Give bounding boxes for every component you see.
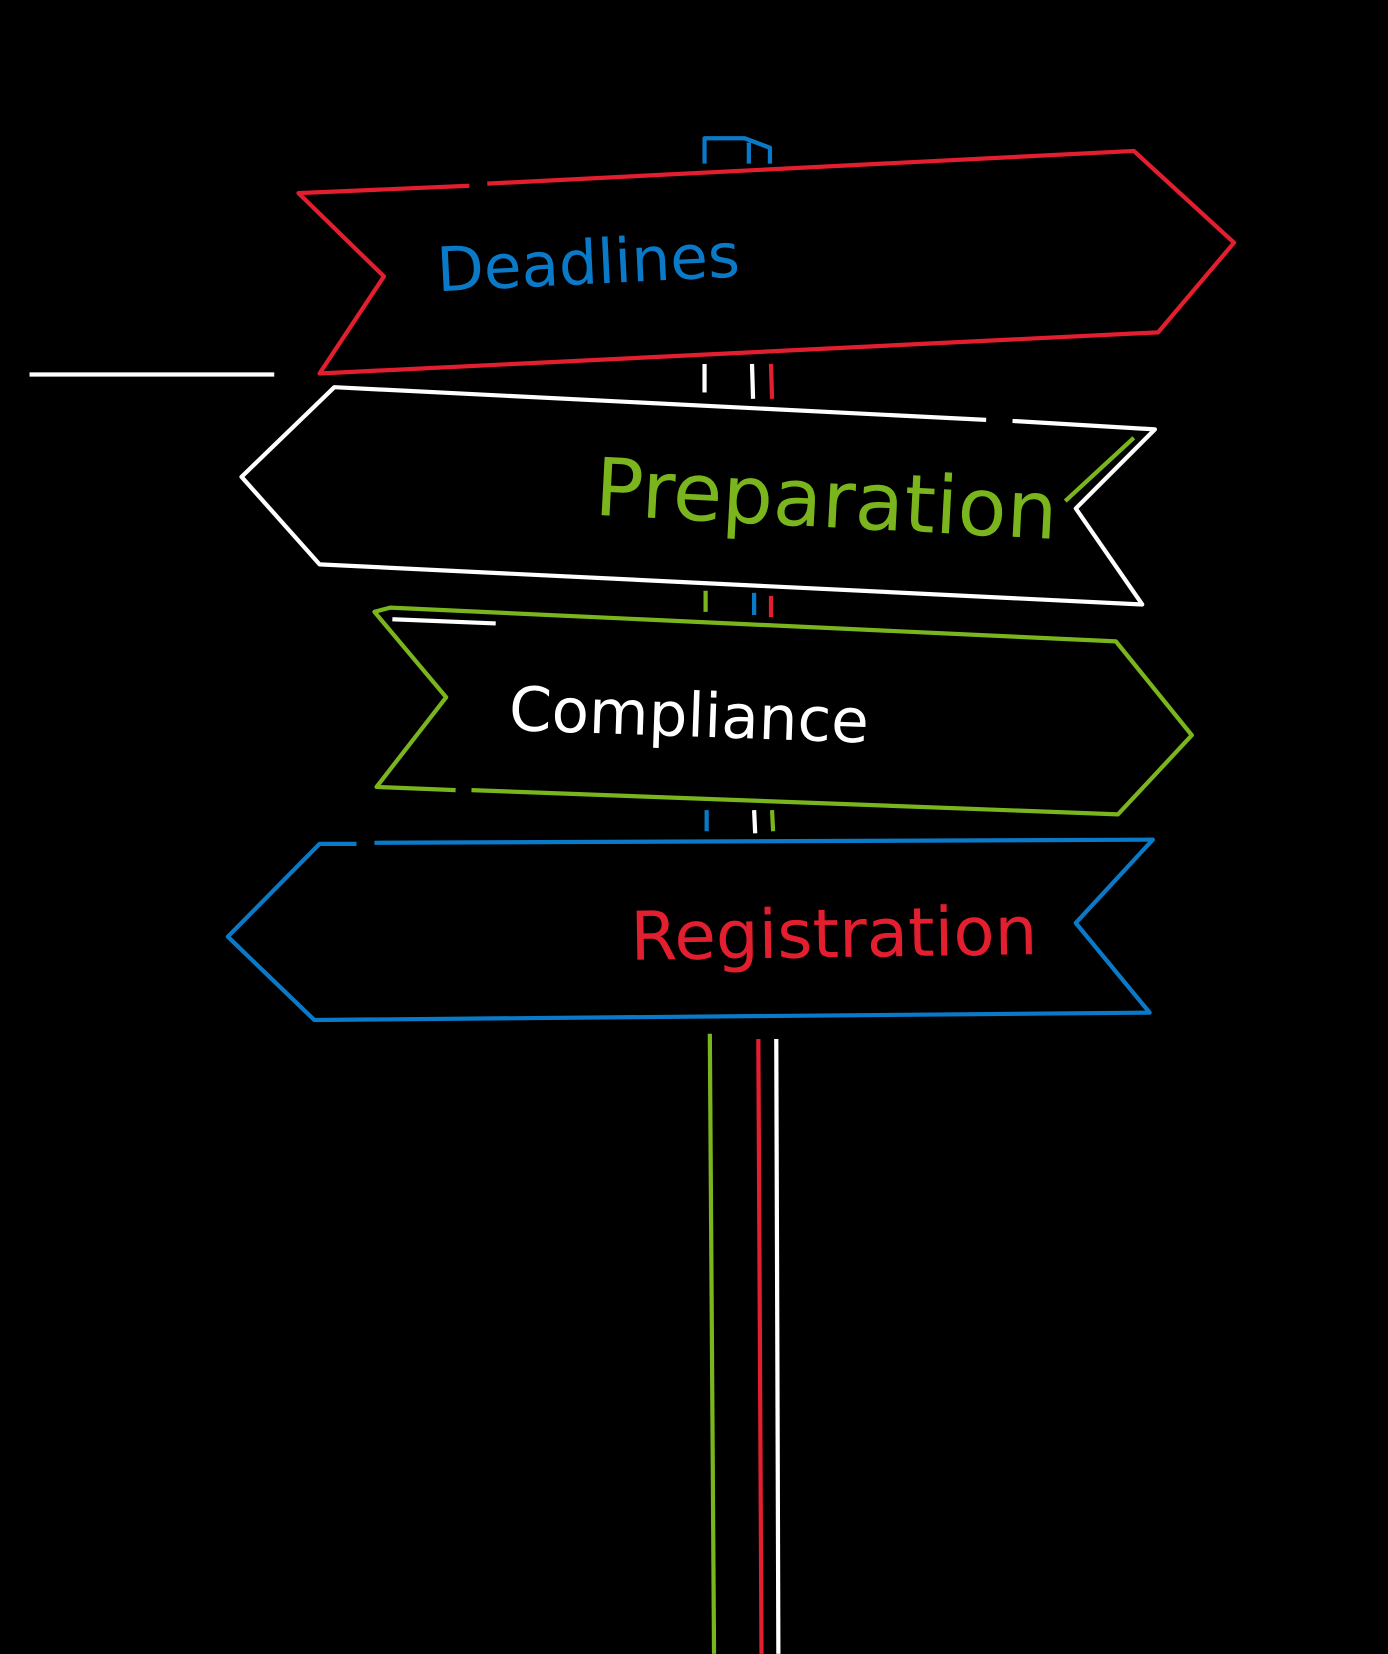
- post-top-cap: [702, 136, 773, 164]
- post-segments: [702, 363, 776, 834]
- sign-compliance: Compliance: [372, 605, 1194, 817]
- sign-label-compliance: Compliance: [508, 674, 870, 758]
- sign-label-deadlines: Deadlines: [435, 220, 741, 306]
- sign-preparation: Preparation: [239, 385, 1158, 607]
- pole: [707, 1033, 781, 1654]
- sign-registration: Registration: [225, 837, 1155, 1023]
- sign-label-preparation: Preparation: [593, 441, 1060, 558]
- sign-deadlines: Deadlines: [296, 148, 1237, 376]
- sign-label-registration: Registration: [630, 891, 1038, 976]
